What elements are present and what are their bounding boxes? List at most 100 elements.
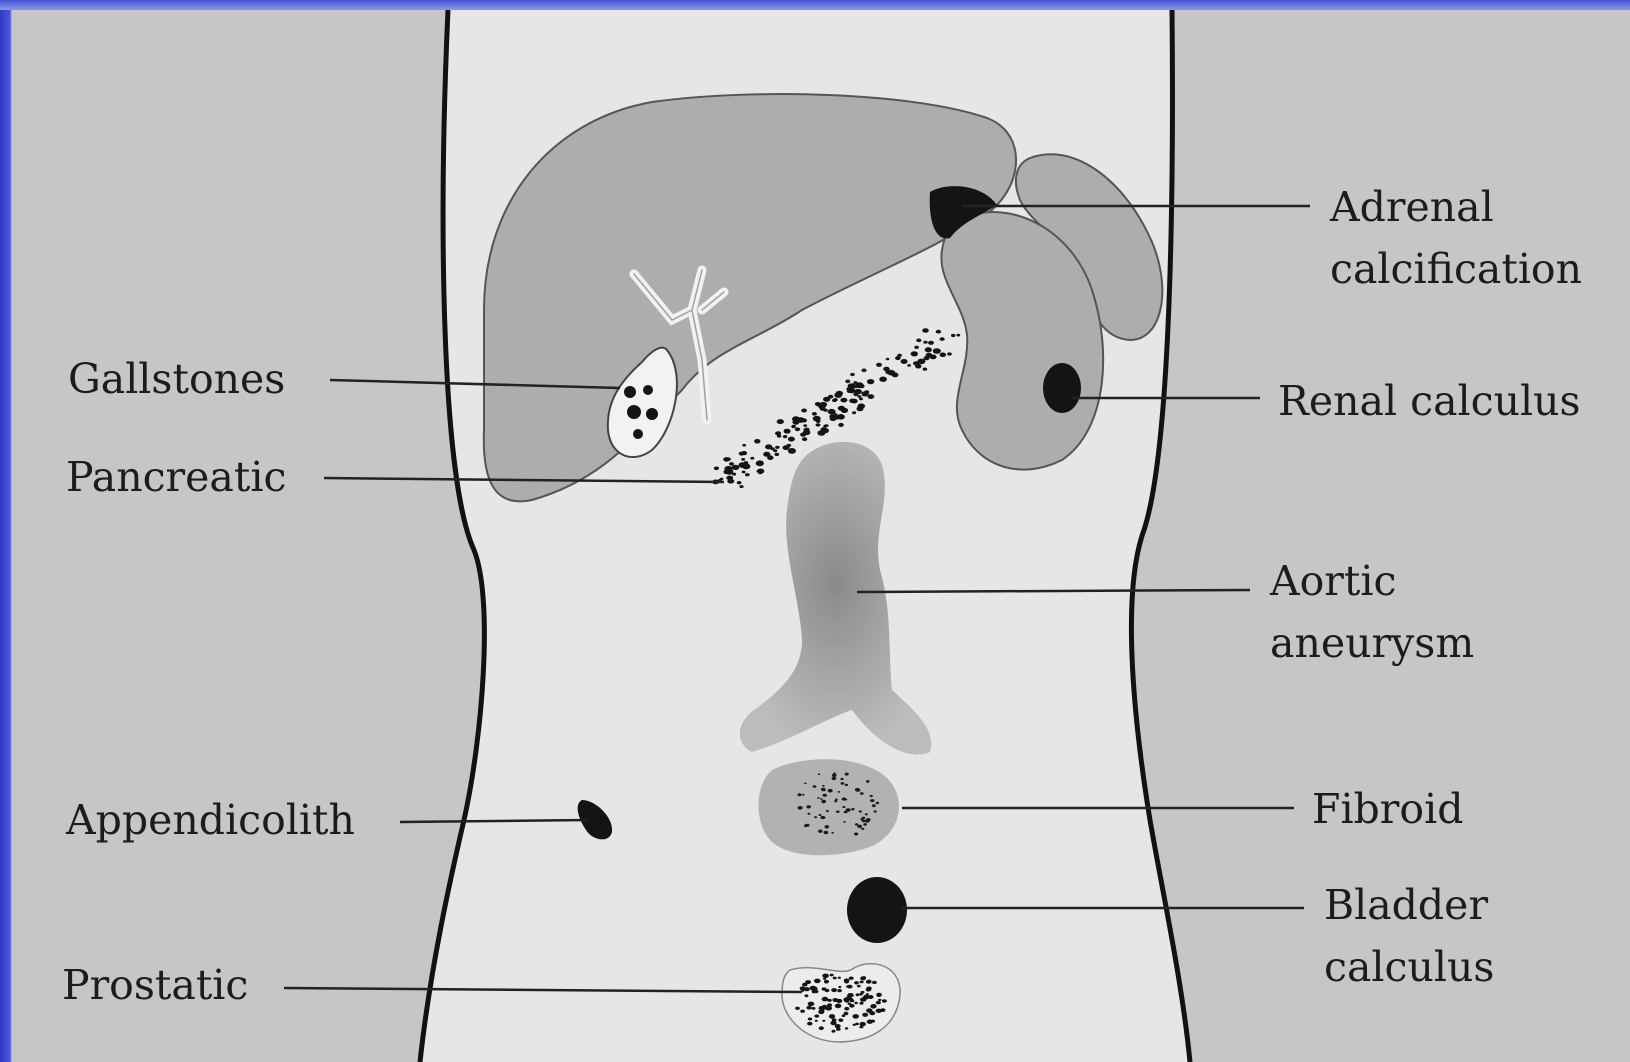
calcification-speck [860, 792, 864, 795]
calcification-speck [788, 437, 795, 442]
calcification-speck [837, 414, 845, 420]
calcification-speck [816, 420, 821, 423]
calcification-speck [866, 980, 872, 984]
calcification-speck [832, 1030, 836, 1033]
calcification-speck [754, 439, 760, 444]
calcification-speck [857, 395, 861, 398]
calcification-speck [901, 359, 908, 364]
calcification-speck [849, 977, 854, 980]
label-bladder-line1: Bladder [1324, 874, 1488, 936]
calcification-speck [928, 341, 934, 345]
calcification-speck [732, 473, 736, 476]
calcification-speck [800, 1010, 805, 1013]
calcification-speck [774, 453, 779, 456]
calcification-speck [852, 411, 856, 414]
calcification-speck [843, 821, 846, 823]
calcification-speck [823, 409, 827, 412]
calcification-speck [882, 999, 887, 1002]
calcification-speck [879, 377, 887, 382]
calcification-speck [886, 358, 890, 361]
calcification-speck [729, 462, 734, 466]
calcification-speck [727, 479, 734, 484]
calcification-speck [783, 435, 787, 438]
calcification-speck [825, 989, 830, 992]
calcification-speck [821, 427, 828, 432]
calcification-speck [876, 1001, 881, 1005]
calcification-speck [936, 330, 941, 334]
calcification-speck [838, 791, 841, 793]
calcification-speck [850, 999, 855, 1002]
calcification-speck [741, 451, 747, 455]
calcification-speck [819, 1026, 824, 1030]
calcification-speck [773, 449, 777, 452]
calcification-speck [838, 977, 841, 979]
calcification-speck [723, 470, 729, 474]
calcification-speck [862, 819, 866, 822]
calcification-speck [832, 1018, 837, 1021]
calcification-speck [783, 445, 790, 450]
label-prostatic: Prostatic [62, 954, 248, 1016]
label-fibroid: Fibroid [1312, 778, 1463, 840]
calcification-speck [874, 810, 877, 812]
renal-calculus [1043, 363, 1081, 413]
calcification-speck [854, 981, 859, 984]
calcification-speck [820, 402, 827, 407]
calcification-speck [845, 784, 848, 786]
calcification-speck [829, 1014, 835, 1019]
calcification-speck [838, 406, 845, 411]
calcification-speck [775, 432, 779, 435]
calcification-speck [837, 989, 842, 992]
calcification-speck [833, 773, 836, 775]
calcification-speck [866, 818, 870, 821]
calcification-speck [838, 986, 841, 988]
calcification-speck [867, 1020, 873, 1024]
calcification-speck [843, 997, 849, 1001]
calcification-speck [803, 424, 807, 427]
label-adrenal-line1: Adrenal [1330, 176, 1494, 238]
calcification-speck [870, 799, 874, 802]
calcification-speck [742, 444, 746, 447]
calcification-speck [830, 416, 837, 421]
calcification-speck [876, 1009, 882, 1013]
calcification-speck [824, 981, 828, 983]
calcification-speck [826, 810, 829, 812]
calcification-speck [870, 1004, 876, 1009]
calcification-speck [824, 825, 829, 828]
calcification-speck [851, 808, 854, 810]
calcification-speck [878, 999, 881, 1001]
calcification-speck [835, 1024, 841, 1028]
calcification-speck [757, 469, 764, 474]
calcification-speck [823, 397, 830, 402]
calcification-speck [834, 392, 842, 398]
calcification-speck [860, 976, 866, 980]
calcification-speck [859, 398, 863, 401]
label-adrenal-line2: calcification [1330, 238, 1582, 300]
fibroid [759, 759, 900, 855]
calcification-speck [802, 437, 807, 441]
calcification-speck [818, 814, 821, 816]
calcification-speck [815, 1020, 818, 1022]
calcification-speck [855, 823, 858, 825]
calcification-speck [951, 334, 955, 337]
calcification-speck [887, 370, 895, 376]
calcification-speck [820, 798, 823, 800]
calcification-speck [854, 833, 858, 836]
calcification-speck [850, 373, 854, 376]
calcification-speck [804, 987, 810, 991]
calcification-speck [947, 352, 952, 355]
calcification-speck [914, 346, 919, 349]
calcification-speck [803, 430, 811, 435]
calcification-speck [831, 832, 834, 834]
calcification-speck [847, 389, 852, 393]
calcification-speck [714, 467, 719, 471]
calcification-speck [845, 773, 849, 776]
calcification-speck [897, 354, 902, 357]
calcification-speck [925, 347, 932, 352]
calcification-speck [859, 810, 862, 812]
calcification-speck [793, 420, 799, 425]
calcification-speck [869, 1011, 875, 1015]
calcification-speck [857, 406, 864, 411]
calcification-speck [798, 806, 803, 810]
calcification-speck [916, 339, 921, 343]
calcification-speck [739, 485, 743, 488]
